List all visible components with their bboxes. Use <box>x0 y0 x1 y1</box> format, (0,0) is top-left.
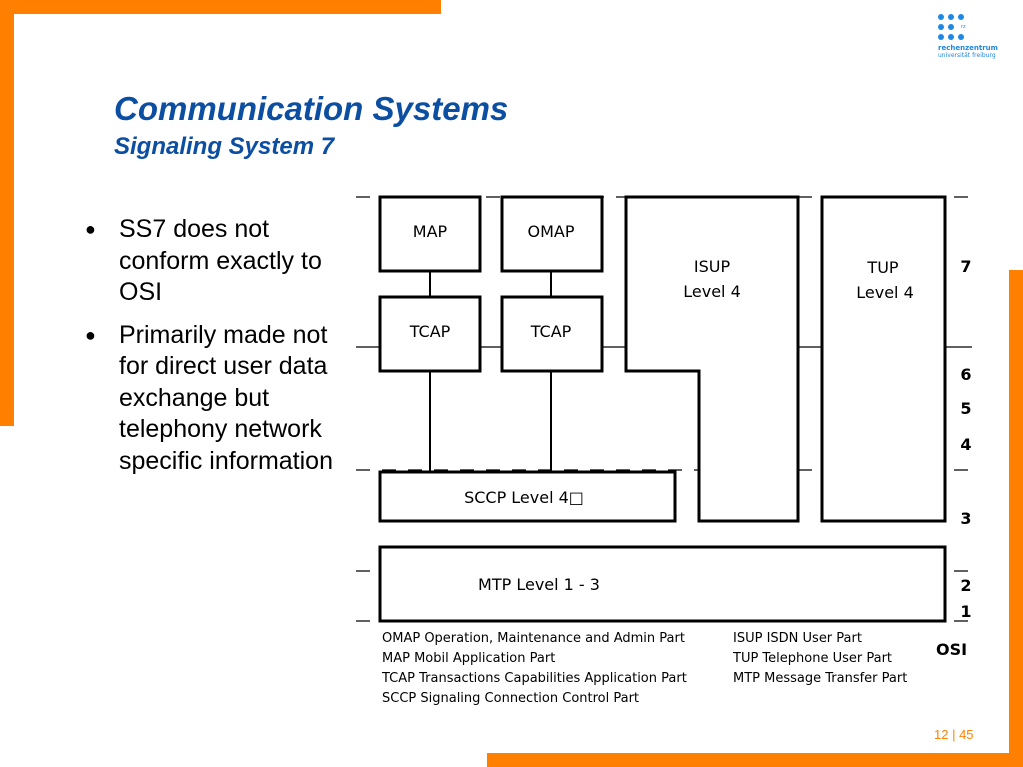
ss7-stack-diagram: MAP OMAP TCAP TCAP ISUP Level 4 TUP Leve… <box>356 195 972 623</box>
legend-tup: TUP Telephone User Part <box>733 651 893 666</box>
omap-label: OMAP <box>528 222 575 241</box>
osi-level-7: 7 <box>960 257 971 276</box>
tcap-label-2: TCAP <box>530 322 572 341</box>
tup-box <box>820 195 947 523</box>
tup-label: TUP <box>866 258 898 277</box>
bullet-item: ● SS7 does not conform exactly to OSI <box>85 214 335 309</box>
legend-isup: ISUP ISDN User Part <box>733 631 862 646</box>
tcap-label-1: TCAP <box>409 322 451 341</box>
legend-mtp: MTP Message Transfer Part <box>733 671 908 686</box>
logo-badge: rz <box>961 24 966 30</box>
page-number: 12 | 45 <box>934 727 974 742</box>
page-title: Communication Systems <box>114 90 509 127</box>
logo-dots-icon: rz <box>938 14 968 42</box>
legend-map: MAP Mobil Application Part <box>382 651 556 666</box>
map-box <box>378 195 482 273</box>
osi-level-3: 3 <box>960 509 971 528</box>
right-orange-bar <box>1009 270 1023 767</box>
isup-box <box>624 195 800 523</box>
left-orange-bar <box>0 0 14 426</box>
osi-label: OSI <box>936 640 968 659</box>
bullet-text: SS7 does not conform exactly to OSI <box>119 215 322 306</box>
connectors <box>429 271 552 472</box>
osi-level-4: 4 <box>960 435 971 454</box>
isup-label: ISUP <box>694 257 731 276</box>
bullet-dot-icon: ● <box>85 324 96 345</box>
osi-level-6: 6 <box>960 365 971 384</box>
logo-line2: universität freiburg <box>938 52 996 59</box>
osi-level-5: 5 <box>960 399 971 418</box>
bottom-orange-bar <box>487 753 1023 767</box>
bullet-list: ● SS7 does not conform exactly to OSI ● Pr… <box>85 214 335 488</box>
bullet-dot-icon: ● <box>85 219 96 239</box>
page-subtitle: Signaling System 7 <box>114 133 335 160</box>
page-separator: | <box>948 727 960 742</box>
top-orange-bar <box>0 0 441 14</box>
mtp-box <box>378 545 947 623</box>
tcap-box-1 <box>378 295 482 373</box>
tup-level-label: Level 4 <box>856 283 914 302</box>
osi-level-1: 1 <box>960 602 971 621</box>
university-logo: rz rechenzentrum universität freiburg <box>938 14 998 59</box>
osi-level-2: 2 <box>960 576 971 595</box>
isup-level-label: Level 4 <box>683 282 741 301</box>
sccp-box <box>378 470 677 523</box>
bullet-item: ● Primarily made not for direct user data… <box>85 320 335 478</box>
page-total: 45 <box>959 727 974 742</box>
map-label: MAP <box>413 222 448 241</box>
logo-line1: rechenzentrum <box>938 44 998 52</box>
bullet-text: Primarily made not for direct user data … <box>119 320 333 475</box>
legend-sccp: SCCP Signaling Connection Control Part <box>382 691 640 706</box>
mtp-label: MTP Level 1 - 3 <box>478 575 600 594</box>
tcap-box-2 <box>500 295 604 373</box>
sccp-label: SCCP Level 4□ <box>464 488 584 507</box>
legend-tcap: TCAP Transactions Capabilities Applicati… <box>382 671 687 686</box>
legend-omap: OMAP Operation, Maintenance and Admin Pa… <box>382 631 685 646</box>
page-current: 12 <box>934 727 949 742</box>
omap-box <box>500 195 604 273</box>
